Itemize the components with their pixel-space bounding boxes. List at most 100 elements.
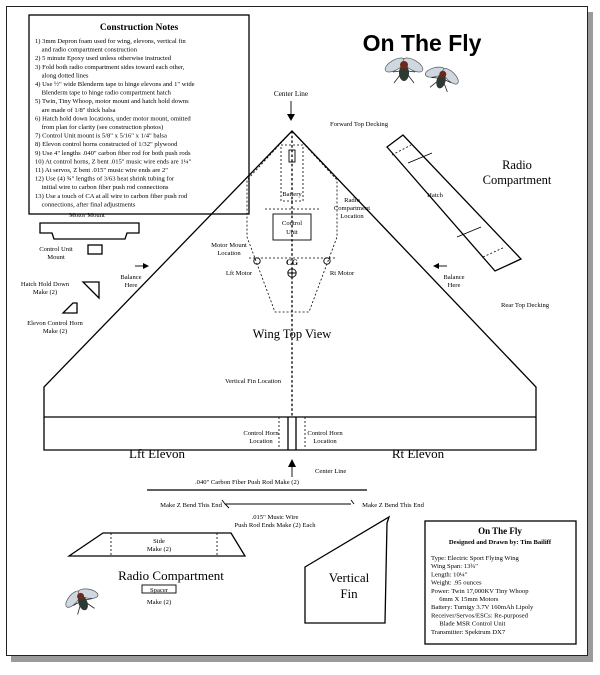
spacer-part bbox=[141, 584, 177, 594]
specs-box bbox=[424, 520, 577, 645]
elevon-control-horn-label-1: Elevon Control Horn bbox=[27, 320, 83, 327]
vertical-fin-label-1: Vertical bbox=[329, 570, 370, 585]
spacer-label: Spacer bbox=[150, 587, 169, 594]
motor-mount-part bbox=[39, 222, 140, 240]
cg-marker-icon bbox=[287, 268, 297, 278]
construction-note-line: and radio compartment construction bbox=[35, 47, 138, 54]
construction-note-line: Blenderm tape to hinge radio compartment… bbox=[35, 90, 172, 97]
construction-note-line: 4) Use ½" wide Blenderm tape to hinge el… bbox=[35, 81, 195, 88]
control-unit-mount-label-1: Control Unit bbox=[39, 246, 73, 253]
left-motor-marker bbox=[253, 257, 261, 265]
construction-notes-heading: Construction Notes bbox=[100, 23, 179, 33]
fly-icon bbox=[65, 588, 99, 615]
center-line-label-bottom: Center Line bbox=[315, 468, 346, 475]
construction-note-line: are made of 1/8" thick balsa bbox=[35, 107, 116, 114]
hatch-label: Hatch bbox=[427, 192, 443, 199]
control-unit-label-1: Control bbox=[282, 220, 302, 227]
vertical-fin-part bbox=[304, 515, 391, 624]
plan-title: On The Fly bbox=[363, 30, 482, 56]
construction-note-line: 3) Fold both radio compartment sides tow… bbox=[35, 64, 185, 71]
construction-note-line: initial wire to carbon fiber push rod co… bbox=[35, 184, 169, 191]
plan-sheet: Construction Notes 1) 3mm Depron foam us… bbox=[6, 6, 588, 656]
motor-mount-location-label-1: Motor Mount bbox=[211, 242, 247, 249]
spacer-make-label: Make (2) bbox=[147, 599, 171, 606]
spec-line: Type: Electric Sport Flying Wing bbox=[431, 555, 519, 562]
forward-top-decking-label: Forward Top Decking bbox=[330, 121, 389, 128]
control-horn-location-left-2: Location bbox=[249, 438, 273, 445]
construction-note-line: 9) Use 4" lengths .040" carbon fiber rod… bbox=[35, 150, 191, 157]
control-horn-location-right-1: Control Horn bbox=[307, 430, 343, 437]
construction-note-line: 5) Twin, Tiny Whoop, motor mount and hat… bbox=[35, 98, 189, 105]
radio-compartment-bottom-label: Radio Compartment bbox=[118, 568, 224, 583]
construction-note-line: 10) At control horns, Z bent .015" music… bbox=[35, 158, 192, 165]
radio-title-1: Radio bbox=[502, 158, 532, 172]
construction-note-line: 7) Control Unit mount is 5/8" x 5/16" x … bbox=[35, 133, 167, 140]
center-line-label-top: Center Line bbox=[274, 90, 308, 98]
balance-left-1: Balance bbox=[120, 274, 141, 281]
construction-note-line: 13) Use a touch of CA at all wire to car… bbox=[35, 193, 188, 200]
balance-right-1: Balance bbox=[443, 274, 464, 281]
fly-icon bbox=[384, 57, 424, 84]
z-bend-left-label: Make Z Bend This End bbox=[160, 502, 222, 509]
control-unit-mount-label-2: Mount bbox=[47, 254, 65, 261]
specs-title: On The Fly bbox=[478, 526, 522, 536]
elevon-control-horn-label-2: Make (2) bbox=[43, 328, 67, 335]
balance-right-2: Here bbox=[448, 282, 461, 289]
radio-compartment-location-3: Location bbox=[340, 213, 364, 220]
vertical-fin-location-label: Vertical Fin Location bbox=[225, 378, 282, 385]
fly-icon bbox=[425, 66, 459, 93]
control-horn-location-left-1: Control Horn bbox=[243, 430, 279, 437]
construction-note-line: along dotted lines bbox=[35, 72, 89, 79]
specs-designer: Designed and Drawn by: Tim Bailiff bbox=[449, 539, 552, 546]
elevon-control-horn-part bbox=[61, 302, 78, 314]
hatch-hold-down-part bbox=[81, 281, 100, 300]
side-label-2: Make (2) bbox=[147, 546, 171, 553]
wing-top-view-label: Wing Top View bbox=[253, 327, 332, 341]
control-unit-outline bbox=[272, 213, 312, 241]
vertical-fin-label-2: Fin bbox=[340, 586, 358, 601]
radio-compartment-side-part bbox=[66, 532, 247, 557]
hatch-hold-down-label-2: Make (2) bbox=[33, 289, 57, 296]
right-motor-marker bbox=[323, 257, 331, 265]
lft-elevon-label: Lft Elevon bbox=[129, 446, 185, 461]
z-bend-right-label: Make Z Bend This End bbox=[362, 502, 424, 509]
radio-compartment-location bbox=[246, 130, 338, 313]
control-horn-location-right-2: Location bbox=[313, 438, 337, 445]
spec-line: Blade MSR Control Unit bbox=[431, 621, 506, 628]
spec-line: Wing Span: 13¾" bbox=[431, 563, 478, 570]
hatch-hold-down-label-1: Hatch Hold Down bbox=[21, 281, 70, 288]
construction-note-line: from plan for clarity (see construction … bbox=[35, 124, 163, 131]
radio-compartment-decking-part bbox=[386, 134, 523, 272]
rt-motor-label: Rt Motor bbox=[330, 270, 355, 277]
elevon-split bbox=[287, 417, 297, 450]
lft-motor-label: Lft Motor bbox=[226, 270, 253, 277]
battery-label: Battery bbox=[282, 191, 302, 198]
motor-mount-location-label-2: Location bbox=[217, 250, 241, 257]
battery-outline bbox=[280, 144, 304, 202]
music-wire-label-2: Push Rod Ends Make (2) Each bbox=[234, 522, 316, 529]
spec-line: Power: Twin 17,000KV Tiny Whoop bbox=[431, 588, 529, 595]
radio-compartment-location-1: Radio bbox=[344, 197, 360, 204]
construction-note-line: 11) At servos, Z bent .015" music wire e… bbox=[35, 167, 168, 174]
construction-note-line: 12) Use (4) ¾" lengths of 3/63 heat shri… bbox=[35, 176, 175, 183]
rear-top-decking-label: Rear Top Decking bbox=[501, 302, 550, 309]
construction-note-line: 6) Hatch hold down locations, under moto… bbox=[35, 115, 191, 122]
side-label-1: Side bbox=[153, 538, 165, 545]
spec-line: Battery: Turnigy 3.7V 160mAh Lipoly bbox=[431, 604, 534, 611]
spec-line: Length: 10¼" bbox=[431, 571, 468, 578]
construction-note-line: connections, after final adjustments bbox=[35, 201, 136, 208]
control-unit-label-2: Unit bbox=[286, 229, 298, 236]
radio-compartment-location-2: Compartment bbox=[334, 205, 370, 212]
rt-elevon-label: Rt Elevon bbox=[392, 446, 445, 461]
spec-line: 6mm X 15mm Motors bbox=[431, 596, 499, 603]
construction-notes-list: 1) 3mm Depron foam used for wing, elevon… bbox=[35, 38, 195, 208]
push-rod-label: .040" Carbon Fiber Push Rod Make (2) bbox=[195, 479, 299, 486]
spec-line: Receiver/Servos/ESCs: Re-purposed bbox=[431, 612, 529, 619]
control-unit-mount-part bbox=[87, 244, 103, 255]
radio-title-2: Compartment bbox=[483, 173, 552, 187]
motor-mount-label: Motor Mount bbox=[69, 212, 105, 219]
spec-line: Weight: .95 ounces bbox=[431, 580, 482, 587]
cg-label: CG bbox=[286, 258, 298, 267]
construction-note-line: 1) 3mm Depron foam used for wing, elevon… bbox=[35, 38, 186, 45]
